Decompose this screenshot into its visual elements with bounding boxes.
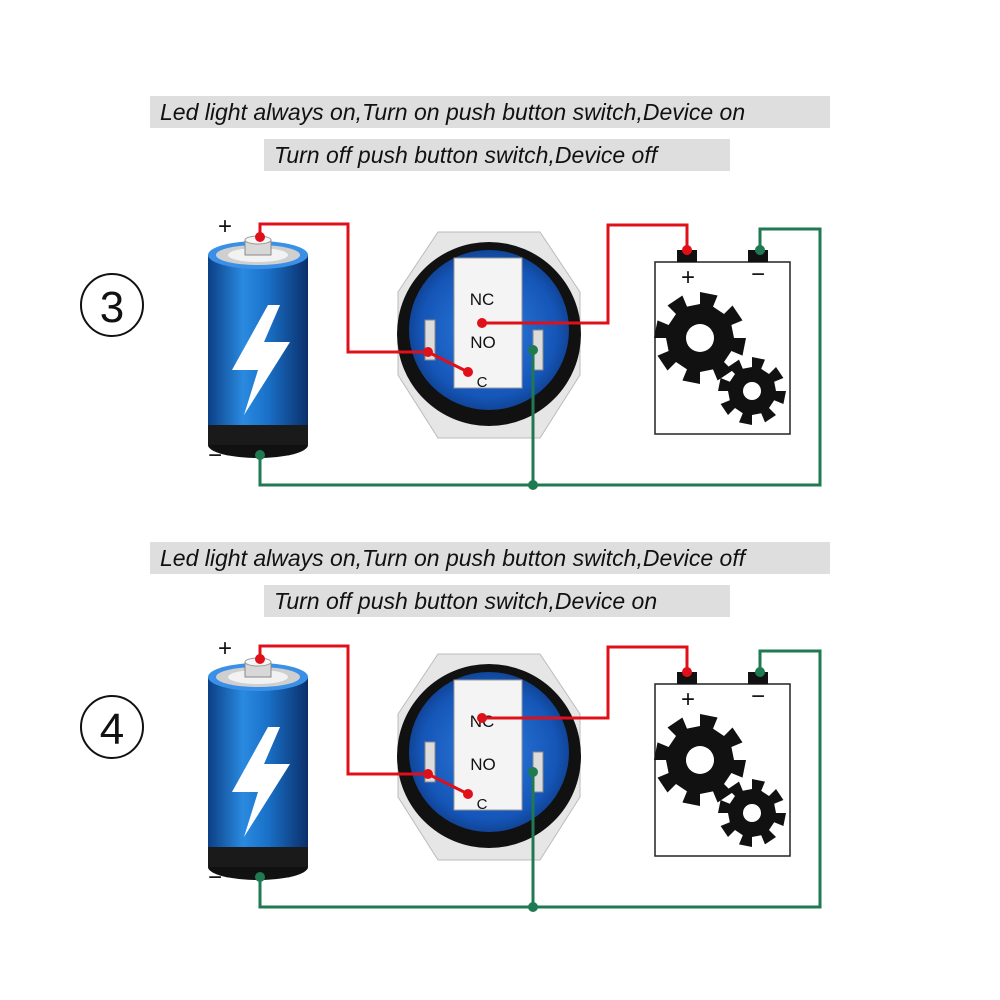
battery-minus-label: − xyxy=(208,864,222,891)
junction-dot xyxy=(682,245,692,255)
junction-dot xyxy=(255,872,265,882)
caption-diagram-3-line-2: Turn off push button switch,Device off xyxy=(264,139,730,171)
junction-dot xyxy=(423,347,433,357)
junction-dot xyxy=(755,667,765,677)
step-number-badge: 3 xyxy=(80,273,144,337)
battery-minus-label: − xyxy=(208,442,222,469)
positive-wire-switch-to-device xyxy=(482,645,689,720)
battery-icon xyxy=(208,235,308,458)
step-number: 3 xyxy=(100,283,124,332)
positive-wire-battery-to-c xyxy=(258,222,469,374)
wiring-diagram-3: 3 + − NC NO C + − xyxy=(80,213,822,490)
junction-dot xyxy=(477,318,487,328)
junction-dot xyxy=(477,713,487,723)
positive-wire-battery-to-c xyxy=(258,644,469,796)
device-plus-label: + xyxy=(681,686,695,713)
switch-terminal-no-label: NO xyxy=(470,333,496,352)
caption-diagram-3-line-1: Led light always on,Turn on push button … xyxy=(150,96,830,128)
junction-dot xyxy=(255,450,265,460)
switch-terminal-c-label: C xyxy=(477,796,488,813)
push-button-switch-icon xyxy=(397,231,581,439)
junction-dot xyxy=(255,654,265,664)
gear-small-icon xyxy=(718,357,786,425)
battery-plus-label: + xyxy=(218,213,232,240)
lightning-bolt-icon xyxy=(232,305,290,415)
device-plus-label: + xyxy=(681,264,695,291)
wires xyxy=(258,644,822,909)
switch-terminal-no-label: NO xyxy=(470,755,496,774)
junction-dot xyxy=(423,769,433,779)
junction-dot xyxy=(528,767,538,777)
junction-dot xyxy=(255,232,265,242)
gears-icon xyxy=(654,292,786,425)
gear-small-icon xyxy=(718,779,786,847)
switch-terminal-c-label: C xyxy=(477,374,488,391)
device-minus-label: − xyxy=(751,261,765,288)
junction-dot xyxy=(463,367,473,377)
junction-dot xyxy=(528,902,538,912)
battery-icon xyxy=(208,657,308,880)
caption-diagram-4-line-1: Led light always on,Turn on push button … xyxy=(150,542,830,574)
gear-large-icon xyxy=(654,714,746,806)
wires xyxy=(258,222,822,487)
device-minus-label: − xyxy=(751,683,765,710)
junction-dot xyxy=(528,480,538,490)
junction-dot xyxy=(463,789,473,799)
junction-dot xyxy=(755,245,765,255)
lightning-bolt-icon xyxy=(232,727,290,837)
positive-wire-switch-to-device xyxy=(482,223,689,325)
gears-icon xyxy=(654,714,786,847)
negative-wire-loop xyxy=(258,227,822,487)
gear-large-icon xyxy=(654,292,746,384)
step-number-badge: 4 xyxy=(80,695,144,759)
battery-plus-label: + xyxy=(218,635,232,662)
junction-dot xyxy=(682,667,692,677)
negative-wire-loop xyxy=(258,649,822,909)
wire-junctions xyxy=(255,654,765,912)
junction-dot xyxy=(528,345,538,355)
wire-junctions xyxy=(255,232,765,490)
switch-terminal-nc-label: NC xyxy=(470,290,495,309)
caption-diagram-4-line-2: Turn off push button switch,Device on xyxy=(264,585,730,617)
step-number: 4 xyxy=(100,705,124,754)
